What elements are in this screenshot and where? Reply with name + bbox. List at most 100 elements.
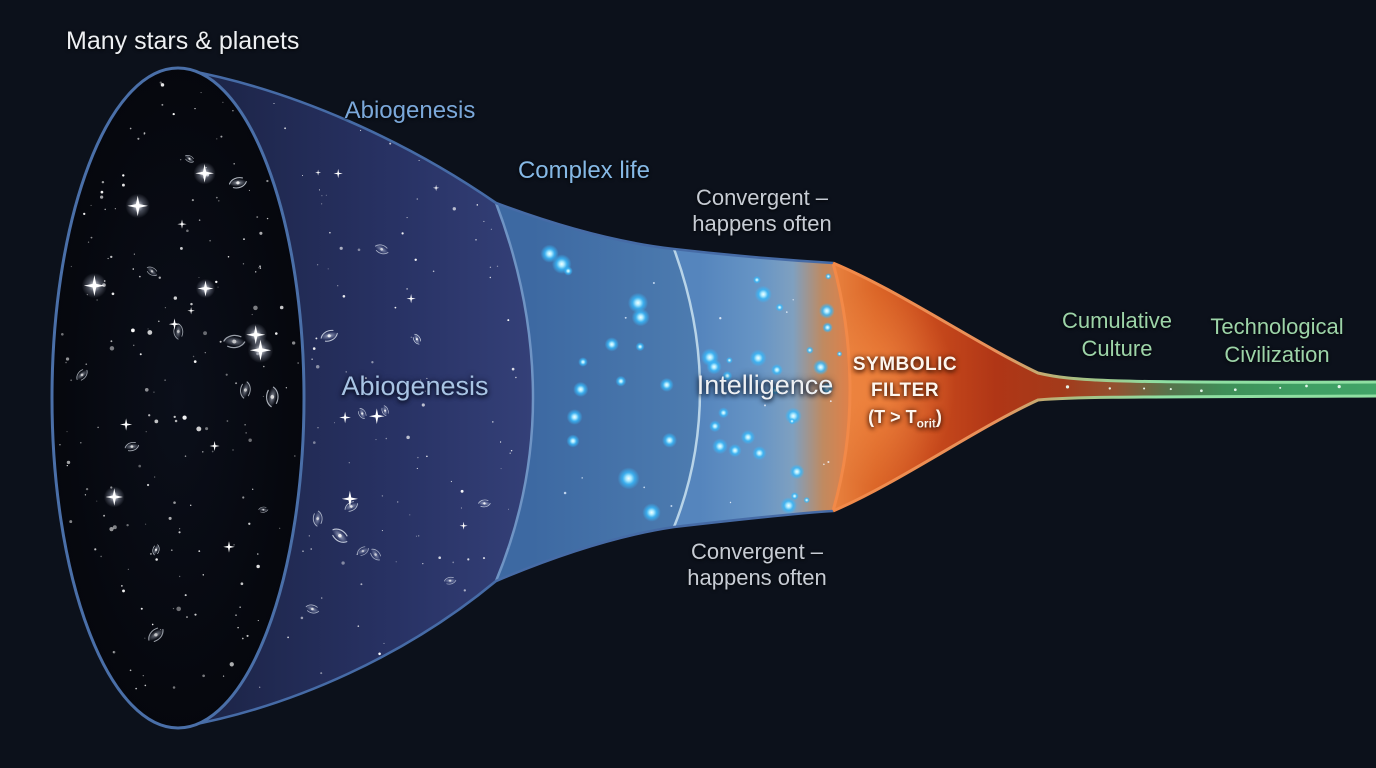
star-dot xyxy=(360,129,362,131)
star-dot xyxy=(241,637,244,640)
star-dot xyxy=(315,337,318,340)
star-dot xyxy=(381,388,383,390)
star-dot xyxy=(154,419,159,424)
star-dot xyxy=(258,267,260,269)
star-dot xyxy=(670,505,673,507)
star-dot xyxy=(70,265,72,268)
star-dot xyxy=(100,555,102,558)
star-dot xyxy=(100,195,104,199)
star-dot xyxy=(215,280,218,284)
complex-life-dots-decor xyxy=(540,244,677,522)
star-dot xyxy=(279,305,284,310)
label-technological-civilization: Technological Civilization xyxy=(1187,313,1367,369)
star-dot xyxy=(297,362,299,364)
star-dot xyxy=(240,582,244,586)
star-dot xyxy=(409,514,411,516)
star-dot xyxy=(507,508,510,510)
star-dot xyxy=(371,361,374,364)
label-many-stars-planets: Many stars & planets xyxy=(66,27,300,55)
star-dot xyxy=(475,238,477,241)
star-dot xyxy=(438,556,442,560)
star-dot xyxy=(357,248,361,252)
star-dot xyxy=(173,415,176,419)
star-dot xyxy=(157,320,160,323)
star-dot xyxy=(415,535,418,537)
star-dot xyxy=(122,183,125,187)
star-dot xyxy=(496,265,499,267)
intelligence-dot xyxy=(822,322,833,333)
star-dot xyxy=(500,468,502,470)
boundary-complex-intelligence xyxy=(672,248,702,528)
label-cumulative-line1: Cumulative xyxy=(1061,308,1173,333)
star-dot xyxy=(360,583,363,586)
star-dot xyxy=(65,357,70,361)
intelligence-dot xyxy=(718,407,729,419)
life-dot xyxy=(662,432,677,448)
star-dot xyxy=(308,535,310,537)
label-convergent-bottom-line1: Convergent – xyxy=(690,539,824,564)
star-dot xyxy=(111,292,115,296)
intelligence-dot xyxy=(712,438,728,455)
star-dot xyxy=(216,138,218,140)
ellipse-starfield-decor xyxy=(59,81,299,690)
life-dot xyxy=(635,342,645,352)
label-convergent-top-line1: Convergent – xyxy=(695,185,829,210)
star-dot xyxy=(110,340,113,343)
star-dot xyxy=(252,488,254,490)
star-dot xyxy=(426,377,428,379)
star-dot xyxy=(145,431,147,433)
life-dot xyxy=(540,244,559,263)
star-dot xyxy=(147,328,149,330)
star-dot xyxy=(251,313,253,316)
star-dot xyxy=(200,92,202,94)
star-dot xyxy=(827,460,830,464)
star-dot xyxy=(460,507,462,509)
intelligence-dot xyxy=(803,496,810,504)
intelligence-dot xyxy=(771,386,780,395)
star-dot xyxy=(184,455,187,457)
star-dot xyxy=(107,257,109,260)
intelligence-dot xyxy=(790,492,799,501)
star-dot xyxy=(103,514,106,517)
star-dot xyxy=(209,239,211,242)
star-dot xyxy=(259,265,262,268)
star-dot xyxy=(284,127,286,130)
star-dot xyxy=(719,317,722,320)
funnel-bottom-edge xyxy=(185,509,834,728)
star-dot xyxy=(729,501,732,504)
star-dot xyxy=(460,489,464,493)
intelligence-dot xyxy=(780,497,797,514)
star-dot xyxy=(184,594,187,597)
star-dot xyxy=(219,340,222,343)
star-dot xyxy=(483,220,485,222)
intelligence-dot xyxy=(706,359,722,375)
starfield-ellipse xyxy=(50,66,306,730)
star-dot xyxy=(287,636,289,639)
star-dot xyxy=(285,387,287,389)
life-dot xyxy=(659,377,674,392)
star-dot xyxy=(348,462,350,464)
star-dot xyxy=(500,441,502,443)
star-dot xyxy=(129,669,132,672)
star-dot xyxy=(256,564,260,569)
star-dot xyxy=(421,403,425,407)
star-dot xyxy=(138,275,141,278)
star-dot xyxy=(489,266,492,268)
section-intelligence xyxy=(674,249,850,527)
star-dot xyxy=(145,523,147,525)
star-dot xyxy=(401,232,404,235)
label-convergent-bottom-line2: happens often xyxy=(687,565,827,590)
star-dot xyxy=(274,332,278,335)
star-dot xyxy=(279,527,281,529)
star-dot xyxy=(178,575,181,578)
star-dot xyxy=(312,441,316,444)
intelligence-dot xyxy=(749,349,767,367)
star-dot xyxy=(364,377,367,380)
star-dot xyxy=(126,523,129,527)
tail-dot xyxy=(1279,386,1282,389)
star-dot xyxy=(140,607,143,610)
star-dot xyxy=(259,231,263,235)
star-dot xyxy=(256,216,259,218)
star-dot xyxy=(178,531,181,534)
star-dot xyxy=(345,371,347,373)
